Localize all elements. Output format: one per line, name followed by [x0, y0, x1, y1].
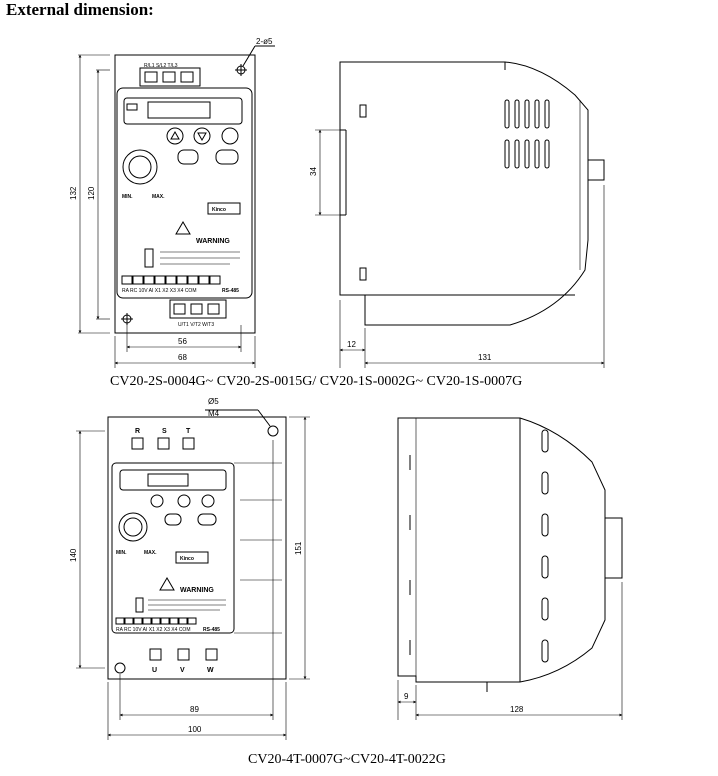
bottom-terminal-w: [205, 648, 218, 661]
top-hole-callout: 2-ø5: [256, 37, 273, 46]
top-rs485-label: RS-485: [222, 288, 239, 294]
top-control-terminals-label: RA RC 10V AI X1 X2 X3 X4 COM: [122, 288, 196, 294]
bottom-brand: Kinco: [180, 556, 194, 562]
top-power-terminal-block: [139, 67, 201, 87]
bottom-front-panel: [111, 462, 235, 634]
top-front-view: R/L1 S/L2 T/L3 2-ø5 MIN. MAX. Kinco WARN…: [69, 37, 275, 368]
top-warning-icon: [175, 221, 191, 235]
top-dim-height-outer: 132: [69, 186, 78, 200]
top-menu-key: [221, 127, 239, 145]
bottom-stop-key: [197, 513, 217, 526]
bottom-knob-min: MIN.: [116, 550, 127, 556]
bottom-knob-max: MAX.: [144, 550, 157, 556]
bottom-dim-height-outer: 151: [294, 541, 303, 555]
bottom-terminal-r-label: R: [135, 428, 140, 435]
bottom-side-view: 9 128: [397, 417, 623, 720]
top-brand-box: [207, 202, 241, 215]
bottom-side-vents: [541, 429, 549, 663]
bottom-mount-hole-lower: [114, 662, 126, 674]
top-side-dim-depth: 131: [478, 353, 492, 362]
bottom-front-view: R S T Ø5 M4 MIN. MAX. Kinco WARNING: [69, 397, 310, 740]
top-front-body: [114, 54, 256, 334]
top-front-panel: [116, 87, 253, 299]
bottom-terminal-s: [157, 437, 170, 450]
top-display-window: [123, 97, 243, 125]
top-dim-width-outer: 68: [178, 353, 187, 362]
bottom-menu-key: [201, 494, 215, 508]
top-dim-height-inner: 120: [87, 186, 96, 200]
bottom-dim-width-inner: 89: [190, 705, 199, 714]
top-knob-max: MAX.: [152, 194, 165, 200]
page-heading: External dimension:: [6, 0, 154, 19]
top-up-key: [166, 127, 184, 145]
top-power-terminals-label: R/L1 S/L2 T/L3: [144, 63, 178, 69]
bottom-speed-knob: [118, 512, 148, 542]
top-display-screen: [147, 101, 211, 119]
bottom-down-key: [177, 494, 191, 508]
top-stop-key: [215, 149, 239, 165]
top-side-vents: [504, 99, 550, 169]
bottom-control-terminal-strip: [115, 617, 197, 625]
bottom-hole-diameter: Ø5: [208, 397, 219, 406]
bottom-terminal-t: [182, 437, 195, 450]
bottom-side-dim-depth: 128: [510, 705, 524, 714]
top-motor-terminal-block: [169, 299, 227, 319]
bottom-terminal-r: [131, 437, 144, 450]
top-speed-knob: [122, 149, 158, 185]
bottom-terminal-w-label: W: [207, 667, 214, 674]
bottom-side-dim-offset: 9: [404, 692, 409, 701]
bottom-dim-height-inner: 140: [69, 548, 78, 562]
top-side-dim-rail: 34: [309, 167, 318, 176]
bottom-display-screen: [147, 473, 189, 487]
drawing-caption-2: CV20-4T-0007G~CV20-4T-0022G: [248, 752, 446, 767]
top-side-view: 34 12 131: [309, 61, 605, 368]
bottom-warning-icon: [159, 577, 175, 591]
bottom-warning-title: WARNING: [180, 587, 214, 594]
bottom-rs485-label: RS-485: [203, 627, 220, 633]
top-brand: Kinco: [212, 207, 226, 213]
top-dim-width-inner: 56: [178, 337, 187, 346]
top-warning-title: WARNING: [196, 238, 230, 245]
bottom-display-window: [119, 469, 227, 491]
top-down-key: [193, 127, 211, 145]
bottom-dim-width-outer: 100: [188, 725, 202, 734]
top-run-key: [177, 149, 199, 165]
top-side-dim-offset: 12: [347, 340, 356, 349]
bottom-terminal-u-label: U: [152, 667, 157, 674]
bottom-terminal-v: [177, 648, 190, 661]
drawing-caption-1: CV20-2S-0004G~ CV20-2S-0015G/ CV20-1S-00…: [110, 374, 523, 389]
bottom-run-key: [164, 513, 182, 526]
bottom-hole-thread: M4: [208, 409, 220, 418]
bottom-terminal-u: [149, 648, 162, 661]
top-control-terminal-strip: [121, 275, 221, 285]
bottom-terminal-s-label: S: [162, 428, 167, 435]
bottom-terminal-t-label: T: [186, 428, 191, 435]
bottom-control-terminals-label: RA RC 10V AI X1 X2 X3 X4 COM: [116, 627, 190, 633]
top-motor-terminals-label: U/T1 V/T2 W/T3: [178, 322, 214, 328]
bottom-side-body: [397, 417, 606, 683]
top-knob-min: MIN.: [122, 194, 133, 200]
bottom-mount-hole-upper: [267, 425, 279, 437]
bottom-front-body: [107, 416, 287, 680]
bottom-up-key: [150, 494, 164, 508]
bottom-terminal-v-label: V: [180, 667, 185, 674]
bottom-brand-box: [175, 551, 209, 564]
top-side-body: [339, 61, 589, 326]
